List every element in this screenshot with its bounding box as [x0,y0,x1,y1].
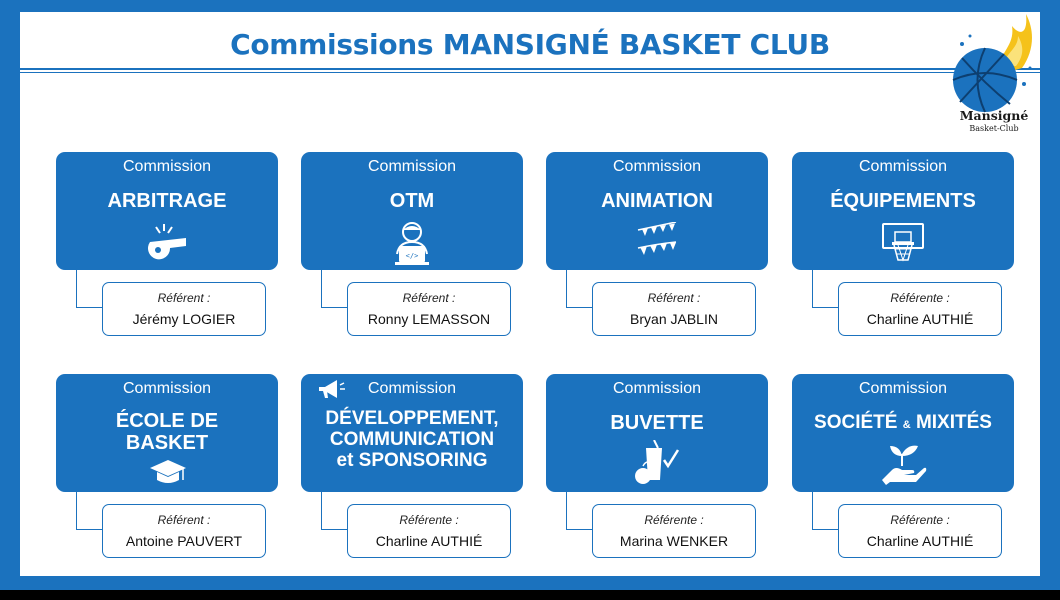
commission-name: ARBITRAGE [107,190,227,212]
drink-apple-icon [635,440,680,484]
referent-label: Référent : [647,291,701,305]
referent-name: Charline AUTHIÉ [375,533,483,549]
commission-card-arbitrage: Commission ARBITRAGE Référent : Jérémy L… [56,152,278,342]
referent-box: Référent : Antoine PAUVERT [102,504,266,558]
basket-hoop-icon [882,223,924,262]
referent-box: Référente : Charline AUTHIÉ [838,504,1002,558]
referent-box: Référente : Marina WENKER [592,504,756,558]
referent-name: Charline AUTHIÉ [866,311,974,327]
club-logo-icon [952,14,1032,113]
commission-box: Commission OTM </> [301,152,523,270]
commission-card-otm: Commission OTM </> Référent : Ronny LEMA… [301,152,523,342]
commission-box: Commission ANIMATION [546,152,768,270]
whistle-icon [148,224,186,260]
commission-name-part: SOCIÉTÉ [814,412,898,433]
commission-name: ANIMATION [601,190,713,212]
commission-kicker: Commission [612,380,701,397]
commission-card-equipements: Commission ÉQUIPEMENTS Référente : Charl… [792,152,1014,342]
referent-box: Référent : Bryan JABLIN [592,282,756,336]
commission-kicker: Commission [122,158,211,175]
graduation-cap-icon [150,460,186,483]
referent-box: Référente : Charline AUTHIÉ [347,504,511,558]
title-underline [20,68,1040,70]
commission-name: ÉQUIPEMENTS [830,190,976,212]
referent-box: Référent : Jérémy LOGIER [102,282,266,336]
bunting-icon [637,222,677,255]
commission-card-buvette: Commission BUVETTE Référente : Marina WE… [546,374,768,564]
connector-line [566,492,592,530]
commission-card-ecole-de-basket: Commission ÉCOLE DE BASKET Référent : An… [56,374,278,564]
connector-line [566,270,592,308]
commission-kicker: Commission [858,380,947,397]
referent-name: Antoine PAUVERT [125,533,243,549]
referent-label: Référent : [157,513,211,527]
referent-box: Référente : Charline AUTHIÉ [838,282,1002,336]
commission-name-line: BASKET [125,432,209,454]
commission-card-developpement: Commission DÉVELOPPEMENT, COMMUNICATION … [301,374,523,564]
svg-text:</>: </> [406,252,419,260]
referent-box: Référent : Ronny LEMASSON [347,282,511,336]
logo-subtitle: Basket-Club [969,124,1019,133]
commission-name-line: DÉVELOPPEMENT, [325,408,499,429]
page-title: Commissions MANSIGNÉ BASKET CLUB [230,28,830,61]
content-panel: Commissions MANSIGNÉ BASKET CLUB Mansign… [20,12,1040,576]
commission-name: OTM [389,190,435,212]
commission-name: ÉCOLE DE BASKET [56,410,278,454]
commission-kicker: Commission [612,158,701,175]
commission-box: Commission ÉQUIPEMENTS [792,152,1014,270]
commission-kicker: Commission [858,158,947,175]
referent-name: Jérémy LOGIER [132,311,236,327]
connector-line [812,270,838,308]
commission-box: Commission SOCIÉTÉ & MIXITÉS [792,374,1014,492]
commission-box: Commission BUVETTE [546,374,768,492]
commission-name: SOCIÉTÉ & MIXITÉS [792,412,1014,436]
connector-line [76,270,102,308]
hand-sprout-icon [882,445,927,485]
logo-name: Mansigné [959,108,1029,123]
commission-name-line: COMMUNICATION [329,429,495,450]
commission-card-animation: Commission ANIMATION Référent : Bryan JA… [546,152,768,342]
title-underline-thin [20,72,1040,73]
commission-name: BUVETTE [610,412,704,434]
commission-box: Commission ARBITRAGE [56,152,278,270]
connector-line [321,270,347,308]
operator-laptop-icon: </> [395,222,429,265]
commission-kicker: Commission [367,158,456,175]
commission-box: Commission ÉCOLE DE BASKET [56,374,278,492]
commission-name-part: MIXITÉS [915,412,992,433]
commission-name: DÉVELOPPEMENT, COMMUNICATION et SPONSORI… [301,408,523,471]
connector-line [321,492,347,530]
commission-kicker: Commission [367,380,456,397]
referent-label: Référente : [399,513,459,527]
commission-name-line: ÉCOLE DE [115,410,219,432]
connector-line [812,492,838,530]
commission-box: Commission DÉVELOPPEMENT, COMMUNICATION … [301,374,523,492]
connector-line [76,492,102,530]
commission-kicker: Commission [122,380,211,397]
megaphone-icon [319,380,345,398]
referent-name: Ronny LEMASSON [367,311,491,327]
referent-name: Bryan JABLIN [630,311,718,327]
referent-label: Référente : [644,513,704,527]
referent-label: Référente : [890,291,950,305]
referent-name: Marina WENKER [619,533,729,549]
referent-label: Référente : [890,513,950,527]
commission-card-societe-mixites: Commission SOCIÉTÉ & MIXITÉS Référente :… [792,374,1014,564]
commission-name-line: et SPONSORING [336,450,488,471]
referent-label: Référent : [157,291,211,305]
referent-label: Référent : [402,291,456,305]
commission-name-part: & [902,419,911,431]
referent-name: Charline AUTHIÉ [866,533,974,549]
